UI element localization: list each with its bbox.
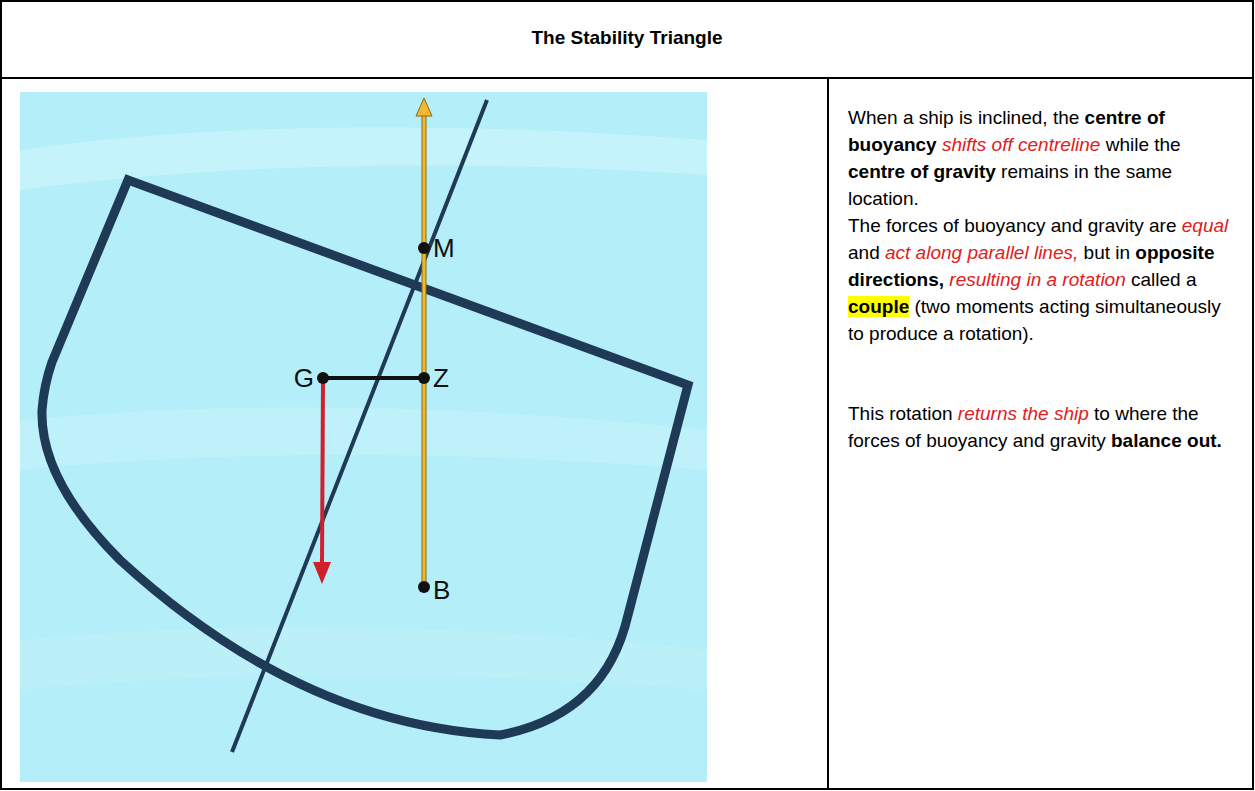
- point-label: Z: [433, 363, 449, 393]
- buoyancy-arrow: [423, 112, 426, 587]
- ship-illustration: [20, 92, 707, 782]
- plain-run: When a ship is inclined, the: [848, 107, 1079, 128]
- gravity-dot: [317, 372, 329, 384]
- plain-run: and: [848, 242, 880, 263]
- arrowhead: [416, 98, 432, 116]
- plain-run: while the: [1106, 134, 1181, 155]
- plain-run: The forces of buoyancy and gravity are: [848, 215, 1176, 236]
- righting-lever: [323, 376, 424, 380]
- hull-outline: [42, 180, 688, 735]
- point-label: M: [433, 233, 455, 263]
- emphasis-run: shifts off centreline: [942, 134, 1100, 155]
- buoyancy-dot: [418, 581, 430, 593]
- cell-divider: [827, 78, 829, 789]
- water-background: [20, 92, 707, 782]
- body-paragraph: When a ship is inclined, the centre of b…: [848, 104, 1240, 212]
- wave: [20, 627, 707, 690]
- emphasis-run: act along parallel lines,: [885, 242, 1078, 263]
- emphasis-run: returns the ship: [958, 403, 1089, 424]
- gravity-arrow: [322, 378, 323, 565]
- plain-run: called a: [1131, 269, 1197, 290]
- highlight-run: couple: [848, 296, 909, 317]
- z-dot: [418, 372, 430, 384]
- arrowhead: [313, 562, 331, 584]
- header-rule: [1, 77, 1253, 79]
- emphasis-run: equal: [1182, 215, 1229, 236]
- body-paragraph: This rotation returns the ship to where …: [848, 400, 1240, 454]
- plain-run: but in: [1084, 242, 1130, 263]
- point-label: G: [294, 363, 314, 393]
- centreline: [232, 100, 487, 752]
- table-heading: The Stability Triangle: [2, 27, 1252, 49]
- bold-run: centre of gravity: [848, 161, 996, 182]
- metacentre-dot: [418, 242, 430, 254]
- body-paragraph: The forces of buoyancy and gravity are e…: [848, 212, 1240, 347]
- emphasis-run: resulting in a rotation: [949, 269, 1125, 290]
- buoyancy-arrow-outline: [422, 112, 427, 587]
- bold-run: balance out.: [1111, 430, 1222, 451]
- point-label: B: [433, 575, 450, 605]
- plain-run: This rotation: [848, 403, 953, 424]
